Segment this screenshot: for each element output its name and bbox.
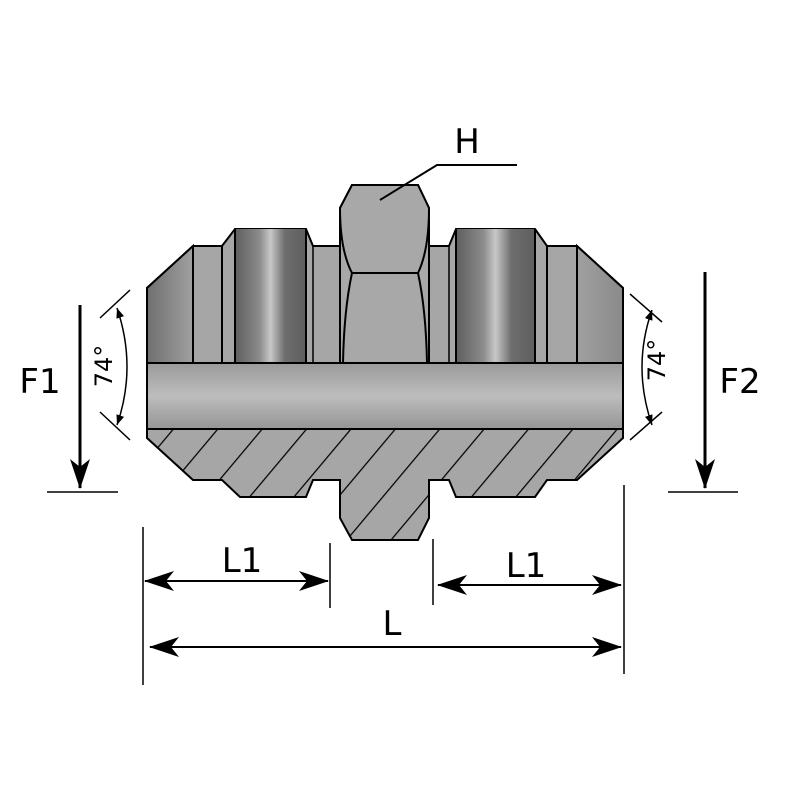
- force-right-label: F2: [719, 362, 760, 402]
- angle-right-dimension: 74°: [629, 293, 671, 441]
- right-flare-cone: [576, 243, 624, 364]
- hex-label: H: [454, 122, 480, 162]
- length-left-label: L1: [222, 541, 263, 581]
- left-flare-cone: [146, 243, 194, 364]
- bore-section: [146, 362, 624, 430]
- fitting-body-top: [146, 184, 624, 364]
- length-dimensions: L1 L1 L: [142, 485, 625, 685]
- fitting-body-section: [146, 428, 624, 541]
- hex-leader-line: [379, 164, 517, 201]
- length-right-label: L1: [506, 546, 547, 586]
- hatch-pattern: [146, 428, 624, 541]
- hex-nut: [339, 184, 430, 364]
- angle-left-label: 74°: [90, 345, 118, 388]
- right-thread: [456, 229, 535, 363]
- left-thread: [235, 229, 306, 363]
- angle-left-dimension: 74°: [90, 289, 131, 441]
- force-left-label: F1: [19, 362, 60, 402]
- angle-right-label: 74°: [643, 339, 671, 382]
- length-total-label: L: [383, 604, 402, 644]
